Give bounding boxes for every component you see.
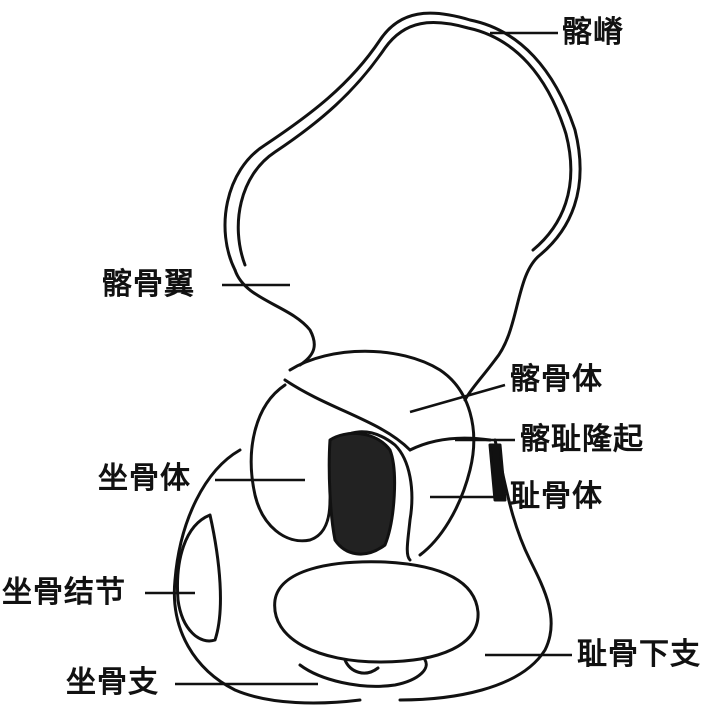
label-ischial-ramus: 坐骨支 [66,665,159,700]
label-iliopubic-eminence: 髂耻隆起 [520,422,644,457]
label-iliac-body: 髂骨体 [510,362,603,397]
iliac-wing-lower-edge [233,268,316,367]
iliac-crest-inner-line [236,21,573,267]
ilium-body-line [283,378,412,452]
pubic-dark-edge [488,443,507,502]
ramus-notch [343,658,380,675]
pubis-outline [398,438,553,702]
ramus-bottom [298,658,428,688]
leader-iliac-body [409,383,506,414]
label-ischial-tuberosity: 坐骨结节 [2,575,126,610]
ischial-tuberosity-outline [176,513,222,643]
label-pubic-body: 耻骨体 [510,479,603,514]
iliac-wing-outline [223,11,582,402]
label-iliac-wing: 髂骨翼 [102,267,195,302]
acetabulum-rim [288,349,476,557]
label-inferior-pubic-ramus: 耻骨下支 [577,637,701,672]
obturator-foramen [273,560,480,664]
label-ischial-body: 坐骨体 [98,461,191,496]
acetabular-fossa [327,431,397,556]
ischium-outline [172,448,362,705]
label-iliac-crest: 髂嵴 [562,15,624,50]
